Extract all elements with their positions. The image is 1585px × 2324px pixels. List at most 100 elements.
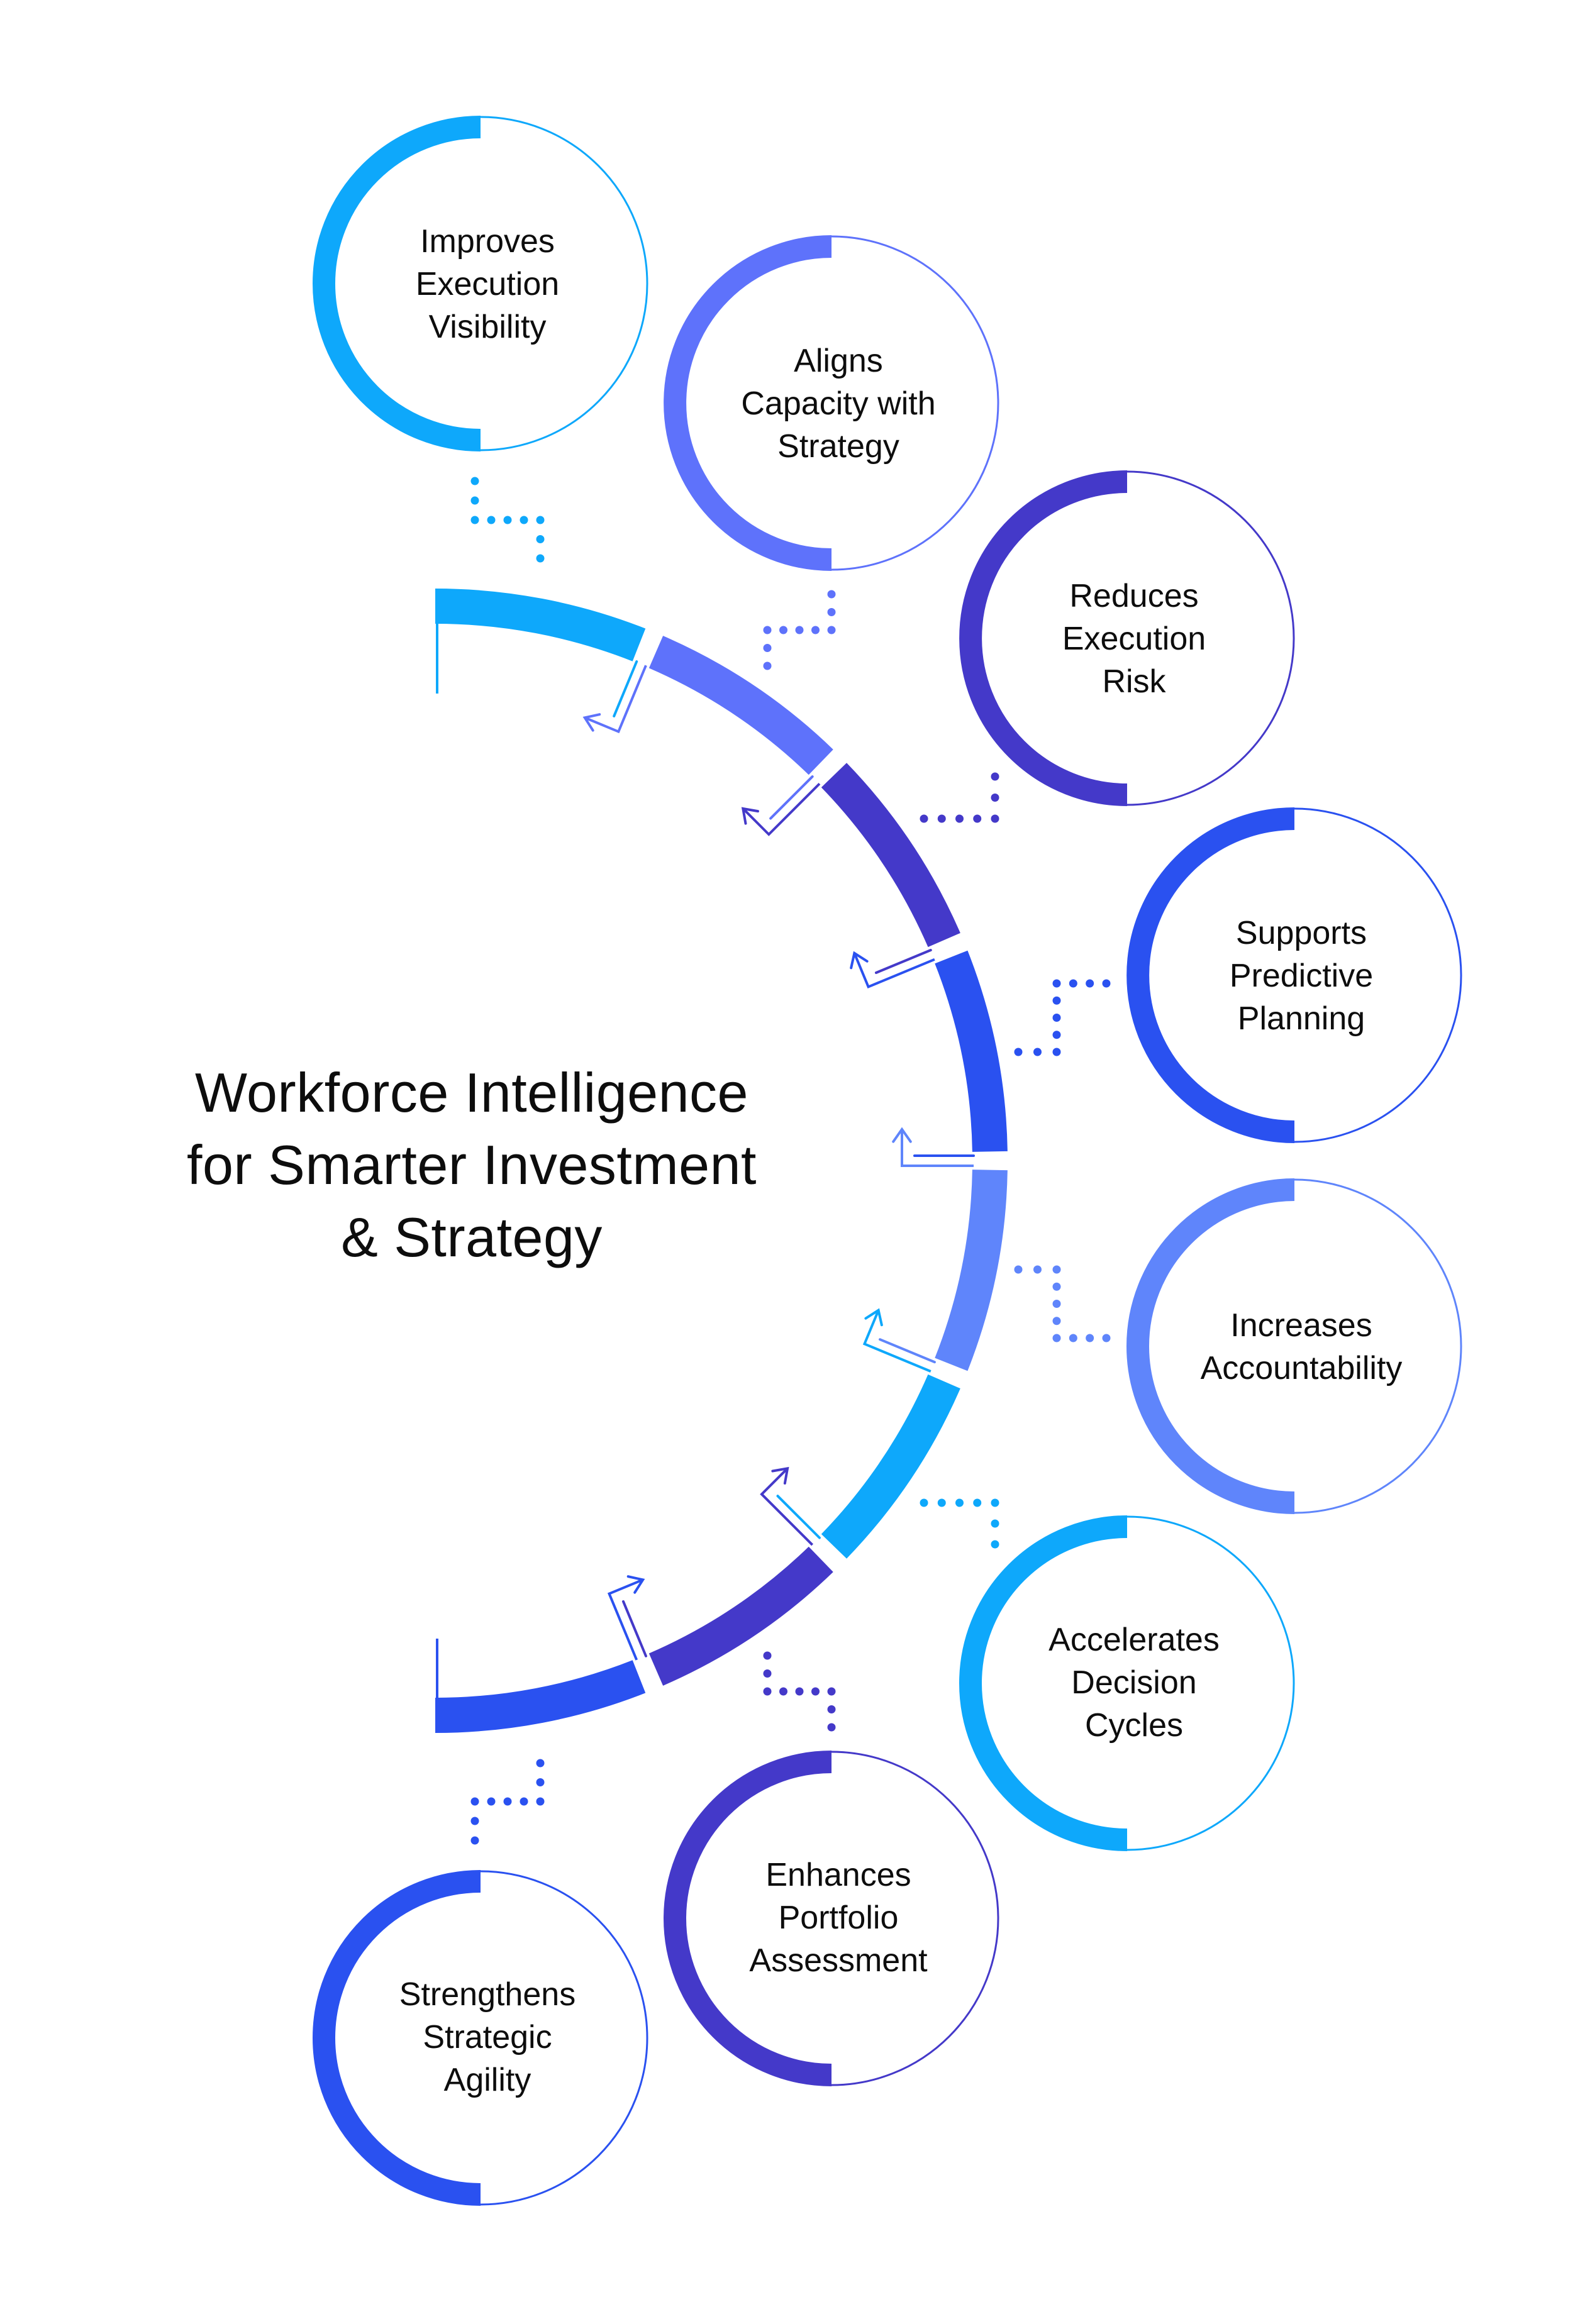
connector-dot	[536, 1778, 545, 1786]
connector-dot	[763, 1687, 772, 1696]
dotted-connector-8	[470, 1759, 545, 1845]
node-label-line: Portfolio	[778, 1900, 899, 1936]
connector-dot	[779, 1687, 787, 1696]
node-label-line: Strengthens	[399, 1976, 576, 2013]
bent-arrow	[760, 1467, 814, 1546]
arc-segment-3	[821, 763, 960, 948]
connector-line	[776, 1495, 821, 1539]
ring-accent	[313, 116, 481, 451]
title-line-1: Workforce Intelligence	[195, 1061, 748, 1124]
connector-dot	[1052, 1317, 1061, 1325]
connector-dot	[1052, 1048, 1061, 1056]
connector-dot	[973, 814, 982, 823]
connector-dot	[1086, 979, 1094, 988]
node-ring-strengthens-strategic-agility	[313, 1870, 648, 2206]
connector-dot	[1052, 1282, 1061, 1291]
node-label-line: Capacity with	[741, 385, 936, 422]
node-label-line: Visibility	[428, 309, 547, 345]
node-strengthens-strategic-agility: Strengthens Strategic Agility	[362, 1912, 613, 2163]
dotted-connector-7	[763, 1651, 836, 1732]
connector-dot	[1052, 979, 1061, 988]
connector-line	[879, 1338, 936, 1364]
node-label-line: Risk	[1102, 663, 1166, 700]
node-improves-execution-visibility: Improves Execution Visibility	[362, 158, 613, 410]
node-ring-reduces-execution-risk	[959, 470, 1295, 806]
connector-dot	[1052, 1300, 1061, 1308]
segment-arrows	[582, 660, 975, 1661]
connector-dot	[536, 1797, 545, 1806]
connector-dot	[470, 477, 479, 485]
node-label-line: Planning	[1237, 1000, 1365, 1037]
bent-arrow	[584, 665, 647, 734]
ring-accent	[664, 235, 832, 571]
connector-dot	[937, 814, 946, 823]
bent-arrow	[853, 953, 935, 989]
node-ring-aligns-capacity-with-strategy	[664, 235, 999, 571]
node-ring-supports-predictive-planning	[1126, 807, 1462, 1143]
node-label-line: Increases	[1230, 1307, 1372, 1344]
connector-dot	[1052, 1265, 1061, 1274]
node-supports-predictive-planning: Supports Predictive Planning	[1176, 850, 1427, 1102]
connector-dot	[1086, 1334, 1094, 1342]
connector-dot	[487, 1797, 496, 1806]
connector-dot	[470, 496, 479, 505]
connector-dot	[973, 1498, 982, 1507]
connector-dot	[1052, 1014, 1061, 1022]
node-label-line: Assessment	[749, 1942, 928, 1979]
connector-dot	[1014, 1048, 1023, 1056]
node-label-line: Improves	[420, 223, 555, 260]
node-aligns-capacity-with-strategy: Aligns Capacity with Strategy	[713, 278, 964, 529]
ring-accent	[959, 470, 1128, 806]
connector-dot	[1069, 1334, 1077, 1342]
connector-dot	[991, 814, 999, 823]
node-label-line: Predictive	[1229, 958, 1374, 994]
connector-dot	[1102, 1334, 1111, 1342]
connector-dot	[1052, 1334, 1061, 1342]
connector-line	[613, 660, 638, 717]
connector-dot	[991, 1498, 999, 1507]
node-label-line: Reduces	[1069, 578, 1199, 614]
arrowhead-icon	[850, 951, 869, 970]
node-label-line: Cycles	[1084, 1707, 1184, 1744]
bent-arrow	[607, 1578, 643, 1661]
connector-dot	[991, 772, 999, 781]
arrowhead-icon	[771, 1466, 789, 1485]
node-label-line: Execution	[415, 266, 560, 302]
connector-dot	[763, 626, 772, 634]
arrowhead-icon	[892, 1127, 912, 1143]
diagram-title: Workforce Intelligence for Smarter Inves…	[94, 1056, 849, 1273]
connector-dot	[763, 661, 772, 670]
arc-segment-4	[935, 950, 1008, 1152]
node-ring-improves-execution-visibility	[313, 116, 648, 451]
connector-dot	[1102, 979, 1111, 988]
connector-dot	[520, 516, 528, 524]
title-line-2: for Smarter Investment	[187, 1134, 757, 1196]
connector-dot	[536, 554, 545, 563]
connector-dot	[827, 590, 836, 599]
connector-dot	[763, 1669, 772, 1678]
node-accelerates-decision-cycles: Accelerates Decision Cycles	[1008, 1557, 1260, 1808]
connector-dot	[827, 1687, 836, 1696]
node-reduces-execution-risk: Reduces Execution Risk	[1008, 513, 1260, 765]
arc-segment-7	[648, 1546, 833, 1686]
node-label-line: Enhances	[765, 1857, 911, 1893]
node-label-line: Supports	[1235, 915, 1367, 951]
connector-dot	[795, 626, 804, 634]
connector-dot	[536, 1759, 545, 1768]
connector-dot	[827, 608, 836, 616]
arc-segment-6	[821, 1374, 960, 1559]
arrowhead-icon	[626, 1575, 645, 1594]
arc-segment-5	[935, 1170, 1008, 1371]
node-label-line: Accountability	[1200, 1350, 1403, 1386]
connector-dot	[520, 1797, 528, 1806]
node-label-line: Accelerates	[1048, 1622, 1220, 1658]
connector-line	[621, 1600, 647, 1657]
connector-dot	[795, 1687, 804, 1696]
arc-segment-1	[435, 589, 646, 661]
connector-dot	[1014, 1265, 1023, 1274]
connector-dot	[827, 1705, 836, 1713]
node-label-line: Aligns	[794, 343, 883, 379]
ring-accent	[1126, 1178, 1295, 1514]
node-enhances-portfolio-assessment: Enhances Portfolio Assessment	[713, 1792, 964, 2044]
node-ring-accelerates-decision-cycles	[959, 1515, 1295, 1851]
